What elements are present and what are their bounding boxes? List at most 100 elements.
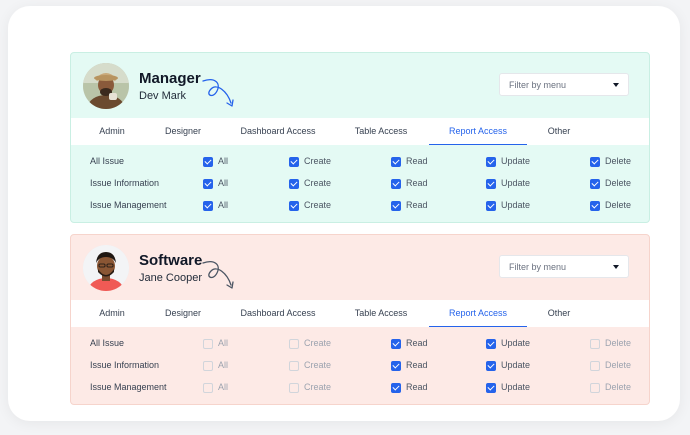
- permission-row: Issue Information All Create Read Update Dele…: [71, 358, 649, 374]
- checkbox-unchecked-icon: [289, 361, 299, 371]
- checkbox-label: All: [218, 360, 229, 370]
- permission-row: Issue Information All Create Read Update Dele…: [71, 176, 649, 192]
- checkbox-label: Create: [304, 200, 332, 210]
- checkbox-label: Delete: [605, 200, 632, 210]
- checkbox-checked-icon: [203, 201, 213, 211]
- row-label: Issue Information: [90, 178, 160, 188]
- permission-row: All Issue All Create Read Update Delete: [71, 154, 649, 170]
- curly-arrow-icon: [202, 261, 234, 289]
- filter-placeholder: Filter by menu: [509, 262, 567, 272]
- checkbox-checked-icon: [486, 179, 496, 189]
- checkbox-checked-icon: [486, 339, 496, 349]
- checkbox-label: Read: [406, 200, 428, 210]
- checkbox-label: All: [218, 178, 229, 188]
- filter-placeholder: Filter by menu: [509, 80, 567, 90]
- checkbox-checked-icon: [486, 201, 496, 211]
- checkbox-checked-icon: [391, 383, 401, 393]
- tab-bar: Admin Designer Dashboard Access Table Ac…: [71, 300, 649, 327]
- tab-other[interactable]: Other: [547, 308, 571, 318]
- tab-designer[interactable]: Designer: [164, 126, 202, 136]
- tab-table-access[interactable]: Table Access: [354, 126, 408, 136]
- checkbox-checked-icon: [203, 179, 213, 189]
- tab-dashboard-access[interactable]: Dashboard Access: [240, 126, 316, 136]
- checkbox-checked-icon: [289, 157, 299, 167]
- checkbox-checked-icon: [590, 157, 600, 167]
- role-card-manager: Manager Dev Mark Filter by menu Admin De…: [70, 52, 650, 223]
- checkbox-label: Delete: [605, 338, 632, 348]
- checkbox-label: Update: [501, 178, 531, 188]
- permission-row: Issue Management All Create Read Update Delet…: [71, 380, 649, 396]
- checkbox-checked-icon: [391, 201, 401, 211]
- filter-dropdown[interactable]: Filter by menu: [499, 73, 629, 96]
- checkbox-checked-icon: [391, 339, 401, 349]
- tab-report-access[interactable]: Report Access: [429, 300, 527, 327]
- tab-admin[interactable]: Admin: [99, 126, 125, 136]
- tab-table-access[interactable]: Table Access: [354, 308, 408, 318]
- checkbox-label: Update: [501, 338, 531, 348]
- checkbox-unchecked-icon: [203, 339, 213, 349]
- checkbox-label: All: [218, 338, 229, 348]
- checkbox-label: Read: [406, 382, 428, 392]
- checkbox-label: Delete: [605, 178, 632, 188]
- checkbox-unchecked-icon: [203, 383, 213, 393]
- checkbox-label: All: [218, 382, 229, 392]
- checkbox-label: Read: [406, 156, 428, 166]
- checkbox-label: Update: [501, 200, 531, 210]
- row-label: All Issue: [90, 156, 125, 166]
- checkbox-label: Create: [304, 360, 332, 370]
- checkbox-unchecked-icon: [289, 383, 299, 393]
- row-label: Issue Management: [90, 382, 167, 392]
- tab-admin[interactable]: Admin: [99, 308, 125, 318]
- tab-designer[interactable]: Designer: [164, 308, 202, 318]
- checkbox-label: Update: [501, 360, 531, 370]
- checkbox-unchecked-icon: [590, 383, 600, 393]
- person-name: Jane Cooper: [139, 272, 202, 284]
- tab-other[interactable]: Other: [547, 126, 571, 136]
- checkbox-checked-icon: [289, 201, 299, 211]
- tab-report-access[interactable]: Report Access: [429, 118, 527, 145]
- person-name: Dev Mark: [139, 90, 187, 102]
- checkbox-label: Read: [406, 178, 428, 188]
- checkbox-checked-icon: [391, 361, 401, 371]
- checkbox-unchecked-icon: [590, 361, 600, 371]
- row-label: Issue Information: [90, 360, 160, 370]
- role-card-software: Software Jane Cooper Filter by menu Admi…: [70, 234, 650, 405]
- permission-row: Issue Management All Create Read Update Delet…: [71, 198, 649, 214]
- avatar: [83, 63, 129, 109]
- row-label: Issue Management: [90, 200, 167, 210]
- checkbox-label: Create: [304, 338, 332, 348]
- checkbox-label: Create: [304, 156, 332, 166]
- checkbox-unchecked-icon: [203, 361, 213, 371]
- checkbox-label: Update: [501, 156, 531, 166]
- role-title: Software: [139, 252, 203, 269]
- checkbox-label: Create: [304, 178, 332, 188]
- checkbox-checked-icon: [486, 361, 496, 371]
- checkbox-checked-icon: [486, 157, 496, 167]
- checkbox-label: All: [218, 200, 229, 210]
- checkbox-checked-icon: [391, 157, 401, 167]
- curly-arrow-icon: [202, 79, 234, 107]
- permission-row: All Issue All Create Read Update Delete: [71, 336, 649, 352]
- checkbox-label: Delete: [605, 382, 632, 392]
- avatar: [83, 245, 129, 291]
- checkbox-checked-icon: [391, 179, 401, 189]
- checkbox-label: Delete: [605, 360, 632, 370]
- checkbox-checked-icon: [590, 179, 600, 189]
- tab-bar: Admin Designer Dashboard Access Table Ac…: [71, 118, 649, 145]
- checkbox-checked-icon: [203, 157, 213, 167]
- tab-dashboard-access[interactable]: Dashboard Access: [240, 308, 316, 318]
- row-label: All Issue: [90, 338, 125, 348]
- checkbox-label: Read: [406, 360, 428, 370]
- checkbox-checked-icon: [486, 383, 496, 393]
- filter-dropdown[interactable]: Filter by menu: [499, 255, 629, 278]
- checkbox-unchecked-icon: [590, 339, 600, 349]
- role-title: Manager: [139, 70, 201, 87]
- checkbox-label: All: [218, 156, 229, 166]
- chevron-down-icon: [613, 83, 619, 87]
- checkbox-checked-icon: [590, 201, 600, 211]
- checkbox-label: Delete: [605, 156, 632, 166]
- checkbox-label: Create: [304, 382, 332, 392]
- checkbox-label: Read: [406, 338, 428, 348]
- checkbox-label: Update: [501, 382, 531, 392]
- checkbox-unchecked-icon: [289, 339, 299, 349]
